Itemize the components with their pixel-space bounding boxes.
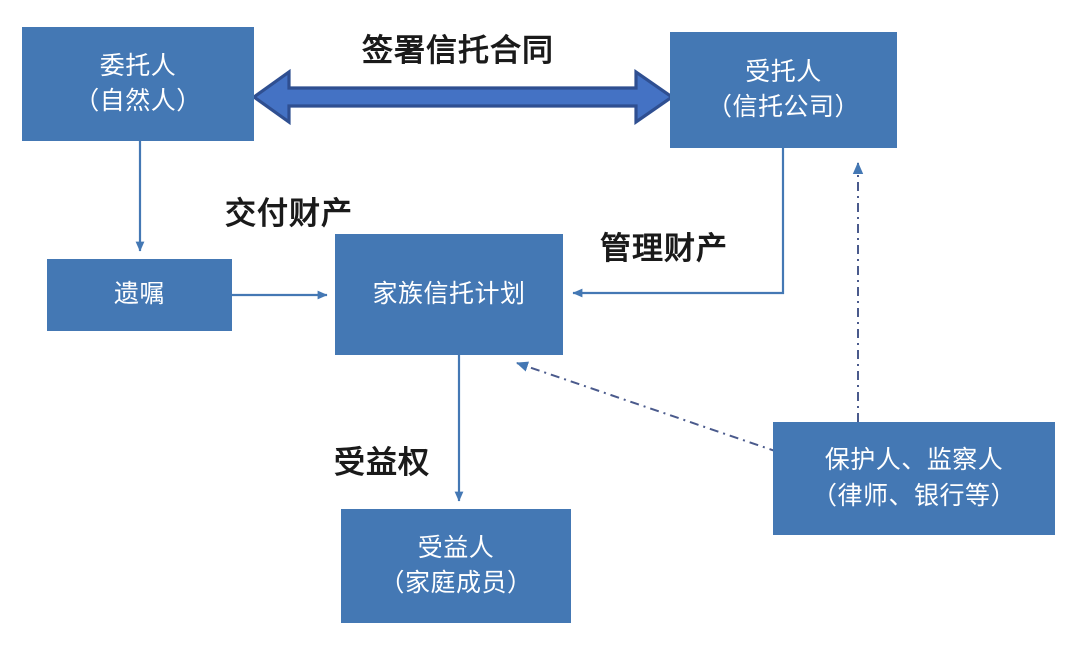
edge-trustee-plan xyxy=(572,148,785,298)
node-trustee-line2: （信托公司） xyxy=(706,93,860,121)
edge-label-benefit-right: 受益权 xyxy=(334,445,430,480)
node-protector[interactable]: 保护人、监察人 （律师、银行等） xyxy=(773,422,1055,535)
node-settlor[interactable]: 委托人 （自然人） xyxy=(22,27,254,141)
node-beneficiary-line2: （家庭成员） xyxy=(379,569,533,597)
node-protector-line1: 保护人、监察人 xyxy=(824,446,1004,474)
edge-label-manage-assets: 管理财产 xyxy=(600,231,728,266)
edge-label-sign-contract: 签署信托合同 xyxy=(362,33,554,68)
edge-label-deliver-assets: 交付财产 xyxy=(225,196,353,231)
edge-settlor-trustee xyxy=(251,68,675,126)
node-trust-plan-line1: 家族信托计划 xyxy=(372,279,526,308)
node-settlor-line2: （自然人） xyxy=(74,87,202,115)
node-beneficiary[interactable]: 受益人 （家庭成员） xyxy=(341,509,571,623)
node-settlor-line1: 委托人 xyxy=(99,51,177,80)
node-trust-plan[interactable]: 家族信托计划 xyxy=(335,234,563,355)
node-protector-line2: （律师、银行等） xyxy=(811,481,1016,510)
node-beneficiary-line1: 受益人 xyxy=(417,533,495,562)
node-trustee[interactable]: 受托人 （信托公司） xyxy=(670,32,897,148)
node-trustee-line1: 受托人 xyxy=(745,57,822,86)
node-will[interactable]: 遗嘱 xyxy=(47,259,232,331)
node-will-line1: 遗嘱 xyxy=(113,280,165,309)
edge-protector-plan xyxy=(516,361,779,453)
